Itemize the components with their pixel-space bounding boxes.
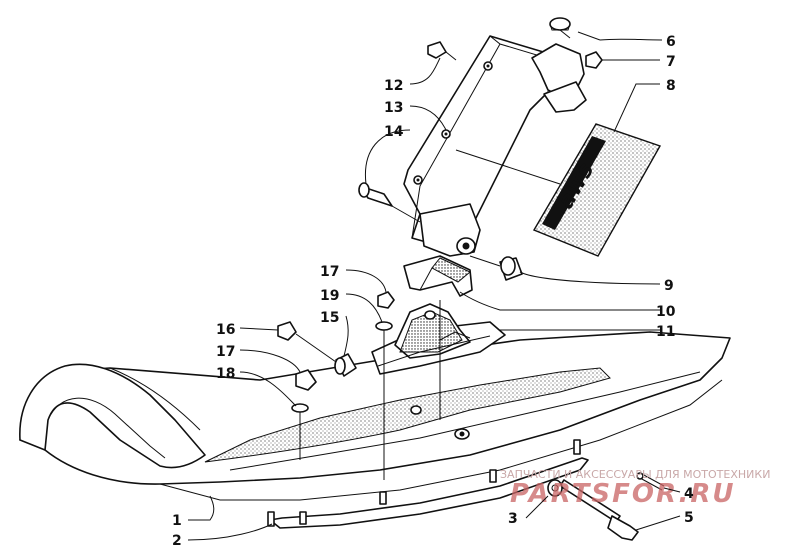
bolt-shank — [559, 479, 621, 523]
callout-6: 6 — [666, 34, 676, 50]
decal: aws — [532, 123, 662, 257]
callout-18: 18 — [216, 366, 235, 382]
callout-1: 1 — [172, 513, 182, 529]
leader-lines — [187, 31, 681, 541]
callout-13: 13 — [384, 100, 403, 116]
ski-top-channel — [204, 367, 611, 463]
callout-19: 19 — [320, 288, 339, 304]
spindle — [403, 35, 587, 257]
callout-11: 11 — [656, 324, 675, 340]
callout-10: 10 — [656, 304, 676, 320]
watermark: ЗАПЧАСТИ И АКСЕССУАРЫ ДЛЯ МОТОТЕХНИКИ PA… — [500, 468, 770, 509]
callout-4: 4 — [684, 486, 694, 502]
callout-8: 8 — [666, 78, 676, 94]
bushing — [499, 256, 523, 281]
spindle-stop — [543, 81, 587, 113]
washer-18 — [291, 403, 309, 413]
callout-14: 14 — [384, 124, 404, 140]
ski — [19, 331, 731, 501]
wear-bar-stud — [573, 439, 581, 455]
callout-7: 7 — [666, 54, 676, 70]
cap — [549, 17, 571, 31]
nut-7 — [585, 51, 603, 69]
small-hardware — [277, 17, 603, 413]
callout-2: 2 — [172, 533, 182, 549]
callout-17-bottom: 17 — [216, 344, 235, 360]
wear-bar-stud — [379, 491, 387, 505]
watermark-line1: ЗАПЧАСТИ И АКСЕССУАРЫ ДЛЯ МОТОТЕХНИКИ — [500, 468, 770, 481]
callout-9: 9 — [664, 278, 674, 294]
decal-plate — [532, 123, 662, 257]
callout-16: 16 — [216, 322, 235, 338]
damper — [403, 255, 473, 297]
lock-nut-17a — [377, 291, 395, 309]
assembly-axes — [295, 29, 571, 480]
saddle — [371, 303, 506, 375]
wear-bar-stud — [299, 511, 307, 525]
bolt-head — [607, 515, 639, 541]
mount-hole — [410, 405, 422, 415]
callout-3: 3 — [508, 511, 518, 527]
bolt-assembly — [547, 472, 665, 541]
ski-tip-loop — [19, 363, 206, 469]
callout-12: 12 — [384, 78, 403, 94]
washer-19 — [375, 321, 393, 331]
wear-bar-stud — [267, 511, 275, 527]
wear-bar — [267, 439, 589, 529]
callout-5: 5 — [684, 510, 694, 526]
nut-16 — [277, 321, 297, 341]
callout-labels: 1 2 3 4 5 6 7 8 9 10 11 12 13 14 15 16 1… — [172, 34, 694, 549]
callout-17-top: 17 — [320, 264, 339, 280]
lock-nut-17b — [295, 369, 317, 391]
cotter-pin — [639, 473, 665, 491]
grease-fitting — [427, 41, 447, 59]
wear-bar-stud — [489, 469, 497, 483]
callout-15: 15 — [320, 310, 339, 326]
watermark-line2: PARTSFOR.RU — [510, 479, 735, 509]
